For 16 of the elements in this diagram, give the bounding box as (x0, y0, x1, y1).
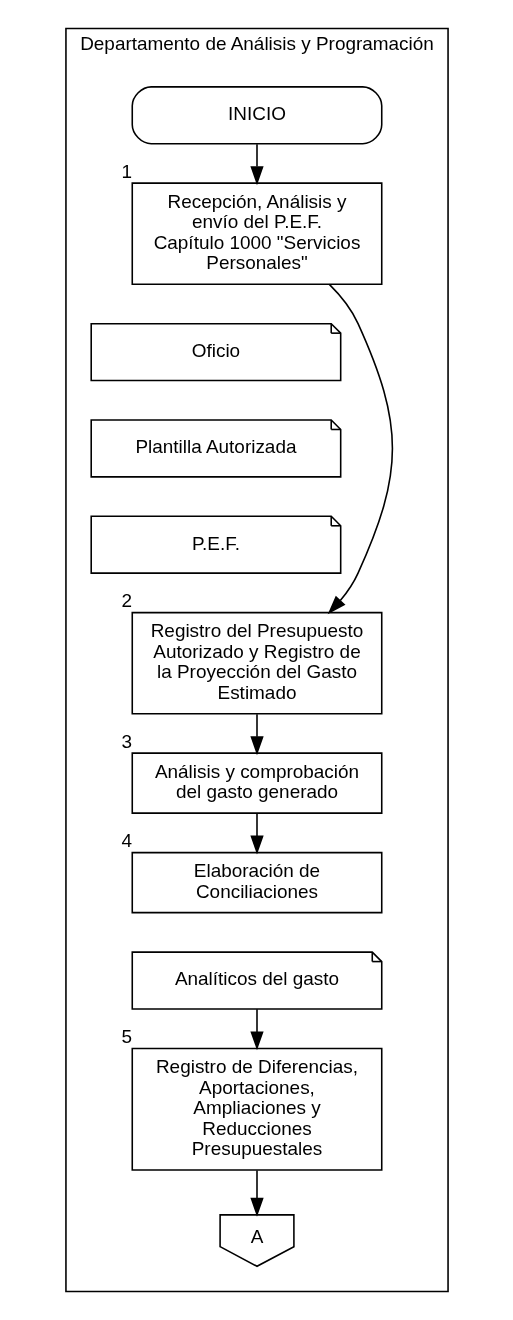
node-box: Análisis y comprobación del gasto generado (130, 752, 383, 814)
arrow (249, 812, 264, 855)
arrow (249, 143, 264, 186)
arrow (249, 1169, 264, 1217)
node-box: Recepción, Análisis y envío del P.E.F. Capítulo 1000 "Servicios Personales" (130, 182, 383, 285)
node-label: 5 (120, 1026, 132, 1048)
node-box: Registro de Diferencias, Aportaciones, Ampliaciones y Reducciones Presupuestales (130, 1047, 383, 1171)
node-label: 2 (120, 590, 132, 612)
node-box: INICIO (130, 86, 383, 145)
node-label: 3 (120, 730, 132, 752)
node-box: Elaboración de Conciliaciones (130, 851, 383, 914)
arrow (249, 713, 264, 756)
node-box: Registro del Presupuesto Autorizado y Registro de la Proyección del Gasto Estimado (130, 611, 383, 715)
arrow (249, 1008, 264, 1051)
node-label: 4 (120, 830, 132, 852)
node-label: 1 (120, 160, 132, 182)
